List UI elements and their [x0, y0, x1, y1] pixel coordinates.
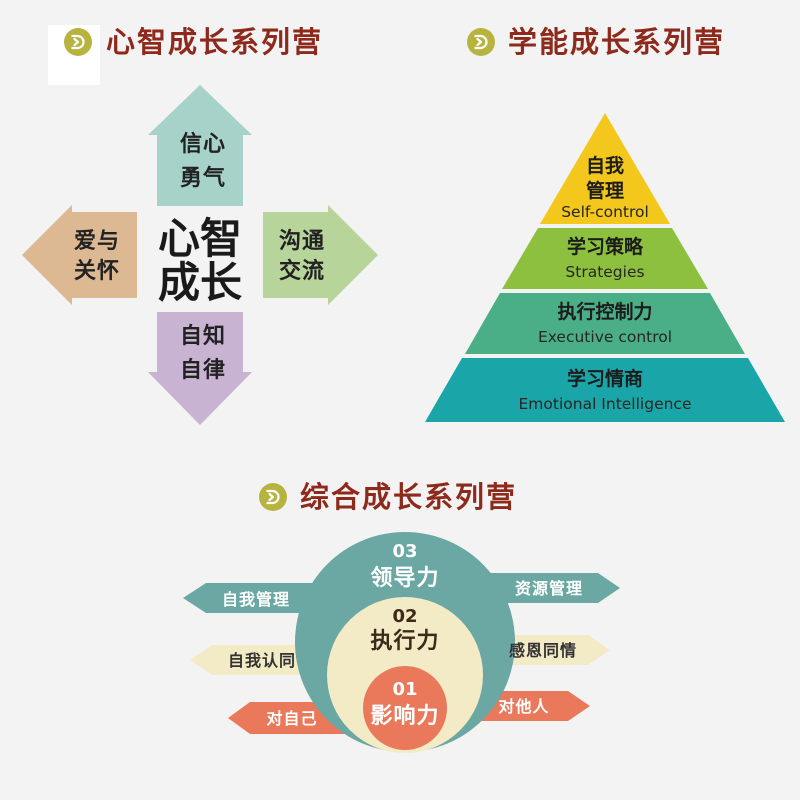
ring-middle-label: 执行力 — [370, 628, 439, 654]
pyramid-layer-1 — [540, 113, 670, 224]
left-arrow-inner-label: 对自己 — [266, 709, 317, 728]
comprehensive-title: 综合成长系列营 — [300, 480, 517, 514]
arrow-down-label-2: 自律 — [180, 357, 226, 383]
center-label-2: 成长 — [158, 258, 242, 307]
mind-section: 心智成长系列营 信心 勇气 爱与 关怀 沟通 交流 自知 自律 心智 成长 — [22, 25, 378, 425]
arrow-circle-icon — [467, 28, 495, 56]
layer-3-en: Executive control — [538, 328, 672, 346]
pyramid-layer-4 — [425, 358, 785, 422]
arrow-left-label-2: 关怀 — [74, 259, 120, 284]
ring-inner-label: 影响力 — [370, 703, 439, 729]
arrow-circle-icon — [64, 28, 92, 56]
learning-title: 学能成长系列营 — [508, 25, 725, 59]
icon-chevron — [268, 492, 275, 502]
center-label-1: 心智 — [158, 214, 242, 263]
comprehensive-section-title: 综合成长系列营 — [259, 480, 517, 514]
right-arrow-outer — [470, 573, 620, 603]
arrow-left — [22, 205, 137, 305]
layer-1-cn-1: 自我 — [586, 154, 624, 177]
icon-outline — [266, 489, 280, 505]
arrow-right-label-2: 交流 — [279, 258, 325, 284]
layer-3-cn: 执行控制力 — [557, 300, 652, 323]
icon-outline — [474, 34, 488, 50]
layer-4-en: Emotional Intelligence — [519, 395, 692, 413]
layer-1-en: Self-control — [561, 203, 649, 221]
icon-chevron — [476, 37, 483, 47]
ring-middle-number: 02 — [392, 606, 417, 627]
pyramid: 自我 管理 Self-control 学习策略 Strategies 执行控制力… — [425, 113, 785, 422]
left-arrow-outer — [183, 583, 340, 613]
arrow-right — [263, 205, 378, 305]
layer-4-cn: 学习情商 — [567, 367, 643, 390]
comprehensive-section: 综合成长系列营 03 领导力 02 执行力 01 影响力 自我管理 自我认同 对… — [183, 480, 620, 753]
arrow-up — [148, 85, 252, 206]
right-arrow-middle-label: 感恩同情 — [509, 641, 577, 660]
arrow-up-label-1: 信心 — [180, 131, 226, 157]
learning-section-title: 学能成长系列营 — [467, 25, 725, 59]
pyramid-layer-2 — [502, 228, 708, 289]
pyramid-layer-3 — [465, 293, 745, 354]
ring-inner — [363, 666, 447, 750]
ring-outer-number: 03 — [392, 541, 417, 562]
arrow-left-label-1: 爱与 — [74, 229, 120, 254]
right-arrow-outer-label: 资源管理 — [515, 579, 583, 598]
mind-section-title: 心智成长系列营 — [64, 25, 323, 59]
ring-inner-number: 01 — [392, 679, 417, 700]
layer-2-cn: 学习策略 — [567, 235, 644, 258]
ring-outer-label: 领导力 — [370, 565, 439, 591]
layer-1-cn-2: 管理 — [586, 179, 624, 202]
arrow-down-label-1: 自知 — [180, 323, 226, 349]
right-arrow-inner-label: 对他人 — [498, 697, 549, 716]
layer-2-en: Strategies — [565, 263, 644, 281]
learning-section: 学能成长系列营 自我 管理 Self-control 学习策略 Strategi… — [425, 25, 785, 422]
icon-chevron — [73, 37, 80, 47]
mind-title: 心智成长系列营 — [106, 25, 323, 59]
arrow-circle-icon — [259, 483, 287, 511]
left-arrow-middle-label: 自我认同 — [228, 651, 296, 670]
arrow-right-label-1: 沟通 — [279, 228, 325, 254]
arrow-up-label-2: 勇气 — [180, 165, 226, 191]
icon-outline — [71, 34, 85, 50]
arrow-down — [148, 312, 252, 425]
left-arrow-outer-label: 自我管理 — [222, 590, 290, 609]
